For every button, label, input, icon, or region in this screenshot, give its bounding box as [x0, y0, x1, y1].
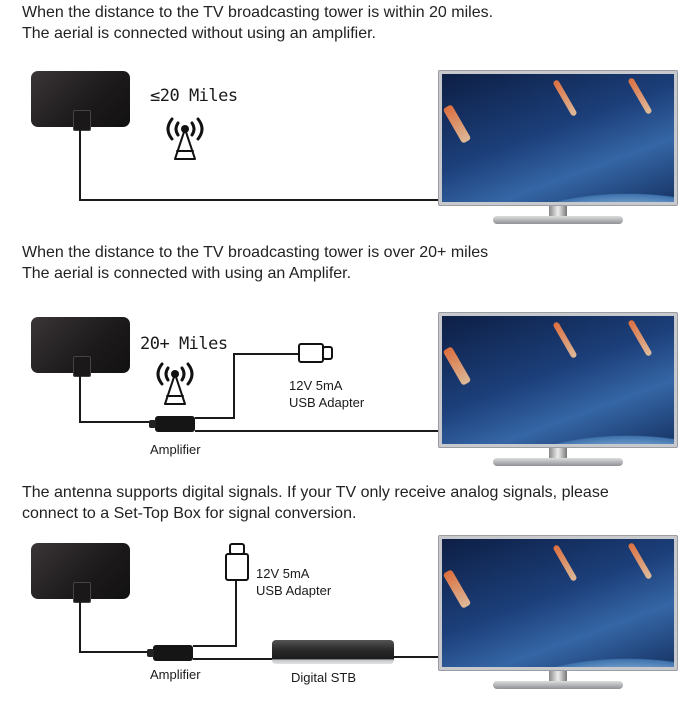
coax-cable: [394, 656, 441, 658]
usb-adapter-label-line1: 12V 5mA: [256, 566, 310, 581]
section3-caption-line2: connect to a Set-Top Box for signal conv…: [22, 505, 357, 522]
power-cable: [233, 353, 299, 355]
coax-cable: [79, 199, 441, 201]
amplifier: [147, 645, 193, 661]
coax-cable: [79, 129, 81, 201]
section3-caption-line1: The antenna supports digital signals. If…: [22, 484, 609, 501]
usb-plug: [229, 543, 245, 555]
coax-cable: [195, 430, 441, 432]
power-cable: [235, 578, 237, 647]
coax-cable: [79, 651, 154, 653]
flat-antenna: [31, 543, 130, 603]
usb-adapter-label-line2: USB Adapter: [256, 583, 332, 598]
broadcast-tower-icon: [166, 117, 204, 160]
coax-cable: [193, 658, 273, 660]
section2-caption-line1: When the distance to the TV broadcasting…: [22, 244, 489, 261]
power-cable: [195, 417, 235, 419]
section1-caption-line1: When the distance to the TV broadcasting…: [22, 4, 494, 21]
coax-cable: [79, 421, 154, 423]
digital-set-top-box: [272, 640, 394, 664]
amplifier-label: Amplifier: [150, 442, 201, 457]
television: [438, 312, 678, 482]
amplifier-label: Amplifier: [150, 667, 201, 682]
distance-label: ≤20 Miles: [150, 86, 238, 106]
usb-adapter: [298, 343, 324, 363]
usb-adapter: [225, 553, 249, 581]
television: [438, 70, 678, 240]
usb-adapter-label-line1: 12V 5mA: [289, 378, 343, 393]
broadcast-tower-icon: [156, 362, 194, 405]
antenna-connector: [73, 110, 91, 131]
usb-plug: [322, 346, 333, 360]
amplifier: [149, 416, 195, 432]
flat-antenna: [31, 317, 130, 377]
antenna-connector: [73, 582, 91, 603]
section1-caption-line2: The aerial is connected without using an…: [22, 25, 376, 42]
digital-stb-label: Digital STB: [291, 670, 357, 685]
distance-label: 20+ Miles: [140, 334, 228, 354]
coax-cable: [79, 601, 81, 653]
coax-cable: [79, 375, 81, 423]
power-cable: [233, 353, 235, 419]
antenna-connector: [73, 356, 91, 377]
usb-adapter-label-line2: USB Adapter: [289, 395, 365, 410]
section2-caption-line2: The aerial is connected with using an Am…: [22, 265, 352, 282]
television: [438, 535, 678, 705]
flat-antenna: [31, 71, 130, 131]
power-cable: [193, 645, 237, 647]
